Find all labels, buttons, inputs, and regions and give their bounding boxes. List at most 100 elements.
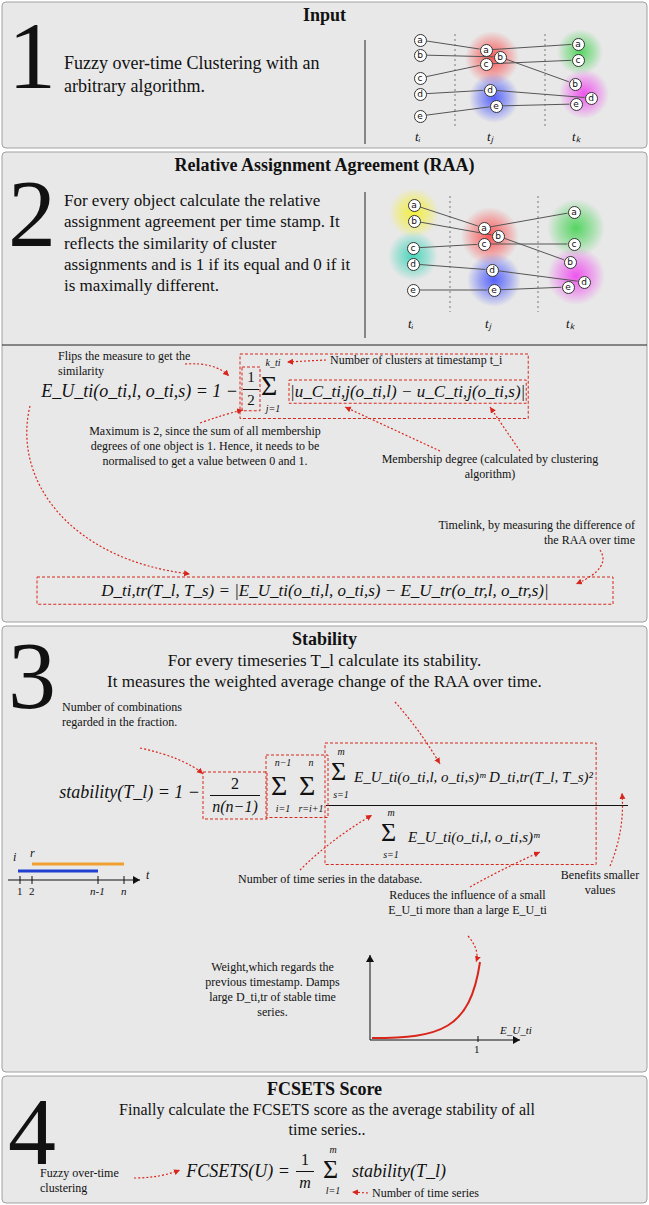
step-panel: 3StabilityFor every timeseries T_l calcu… — [2, 626, 647, 1072]
sum-limit: l=1 — [320, 1185, 346, 1198]
leader-arrow — [140, 748, 203, 774]
object-timelink — [504, 238, 564, 260]
time-label: tᵢ — [408, 316, 414, 332]
sum-limit: r=i+1 — [296, 803, 326, 816]
sum-limit: s=1 — [378, 849, 404, 862]
object-letter: a — [575, 40, 581, 49]
dashed-frame — [203, 772, 267, 819]
object-circle: c — [414, 72, 427, 85]
cluster-blob — [467, 253, 521, 307]
object-circle: c — [478, 238, 491, 251]
object-letter: e — [417, 112, 423, 121]
formula: E_U_ti(o_ti,l, o_ti,s) = 1 − — [8, 380, 238, 403]
step-number: 3 — [8, 628, 56, 724]
object-letter: b — [567, 258, 573, 267]
object-circle: b — [408, 215, 421, 228]
object-circle: d — [486, 264, 499, 277]
time-label: tⱼ — [487, 129, 493, 145]
object-letter: b — [495, 232, 501, 241]
fraction-bar — [296, 1171, 314, 1172]
object-timelink — [426, 65, 479, 76]
time-label: tₖ — [572, 129, 581, 145]
timeline-sketch — [98, 876, 99, 884]
annotation: Flips the measure to get the similarity — [58, 349, 208, 379]
object-letter: e — [565, 283, 571, 292]
timeline-sketch — [124, 876, 125, 884]
sum-limit: n−1 — [268, 757, 298, 770]
object-circle: b — [564, 256, 577, 269]
object-letter: b — [572, 80, 578, 89]
dashed-frame — [266, 755, 328, 818]
leader-arrow — [300, 815, 372, 870]
object-letter: c — [411, 244, 416, 253]
object-circle: e — [488, 284, 501, 297]
formula: |u_C_ti,j(o_ti,l) − u_C_ti,j(o_ti,s)| — [290, 381, 525, 402]
formula: E_U_ti(o_ti,l, o_ti,s)ᵐ — [408, 828, 539, 847]
panel-ground — [2, 152, 647, 622]
object-letter: e — [573, 100, 579, 109]
sum-limit: k_ti — [259, 357, 287, 370]
object-circle: e — [414, 110, 427, 123]
weight-plot — [478, 1036, 479, 1042]
step-number: 1 — [8, 8, 56, 104]
formula: E_U_ti(o_ti,l, o_ti,s)ᵐ D_ti,tr(T_l, T_s… — [354, 768, 593, 787]
object-circle: b — [494, 51, 507, 64]
object-circle: e — [570, 98, 583, 111]
plot-label: 1 — [474, 1043, 480, 1057]
timeline-label: r — [30, 846, 35, 861]
object-timelink — [502, 104, 569, 106]
fraction-bar — [326, 805, 628, 806]
fraction-part: 2 — [243, 391, 259, 410]
timestamp-separator — [450, 196, 451, 312]
leader-arrow — [470, 852, 540, 887]
time-label: tₖ — [566, 316, 575, 332]
object-timelink — [498, 271, 577, 281]
formula: stability(T_l) — [352, 1160, 446, 1183]
time-label: tⱼ — [485, 316, 491, 332]
object-timelink — [420, 222, 491, 235]
step-text: For every timeseries T_l calculate its s… — [2, 650, 647, 671]
fraction-part: 1 — [296, 1150, 314, 1170]
sum-limit: j=1 — [259, 403, 287, 416]
weight-plot — [370, 955, 520, 1042]
object-timelink — [419, 244, 477, 247]
object-timelink — [496, 91, 584, 98]
object-letter: c — [482, 240, 487, 249]
annotation: Benefits smaller values — [560, 868, 640, 898]
timeline-label: 2 — [29, 885, 35, 899]
sum-limit: s=1 — [328, 789, 354, 802]
object-letter: d — [581, 278, 587, 287]
object-letter: a — [417, 36, 423, 45]
timestamp-separator — [545, 34, 546, 128]
object-timelink — [426, 41, 479, 49]
weight-plot — [372, 962, 480, 1038]
fraction-part: 1 — [243, 368, 259, 387]
cluster-blob — [557, 29, 603, 75]
timeline-label: n — [121, 885, 127, 899]
object-circle: c — [572, 54, 585, 67]
object-letter: c — [418, 74, 423, 83]
object-circle: e — [490, 100, 503, 113]
object-letter: a — [411, 201, 417, 210]
object-circle: d — [407, 258, 420, 271]
panel-ground — [2, 2, 647, 148]
object-timelink — [420, 207, 478, 226]
timeline-label: n-1 — [90, 885, 105, 899]
object-letter: b — [497, 53, 503, 62]
object-letter: d — [588, 94, 594, 103]
object-letter: e — [491, 286, 497, 295]
timeline-sketch — [32, 876, 33, 884]
annotation: Number of time series in the database. — [238, 872, 422, 887]
object-timelink — [419, 264, 485, 269]
fraction-bar — [210, 795, 260, 796]
annotation: Number of clusters at timestamp t_i — [330, 353, 502, 368]
step-text: Fuzzy over-time Clustering with an arbit… — [64, 52, 349, 97]
step-panel: 1InputFuzzy over-time Clustering with an… — [2, 2, 647, 148]
divider-line — [2, 40, 647, 345]
object-letter: a — [571, 208, 577, 217]
cluster-blob — [547, 247, 605, 305]
annotation: Timelink, by measuring the difference of… — [428, 518, 635, 548]
cluster-blob — [559, 69, 609, 119]
formula: D_ti,tr(T_l, T_s) = |E_U_ti(o_ti,l, o_ti… — [40, 580, 610, 601]
